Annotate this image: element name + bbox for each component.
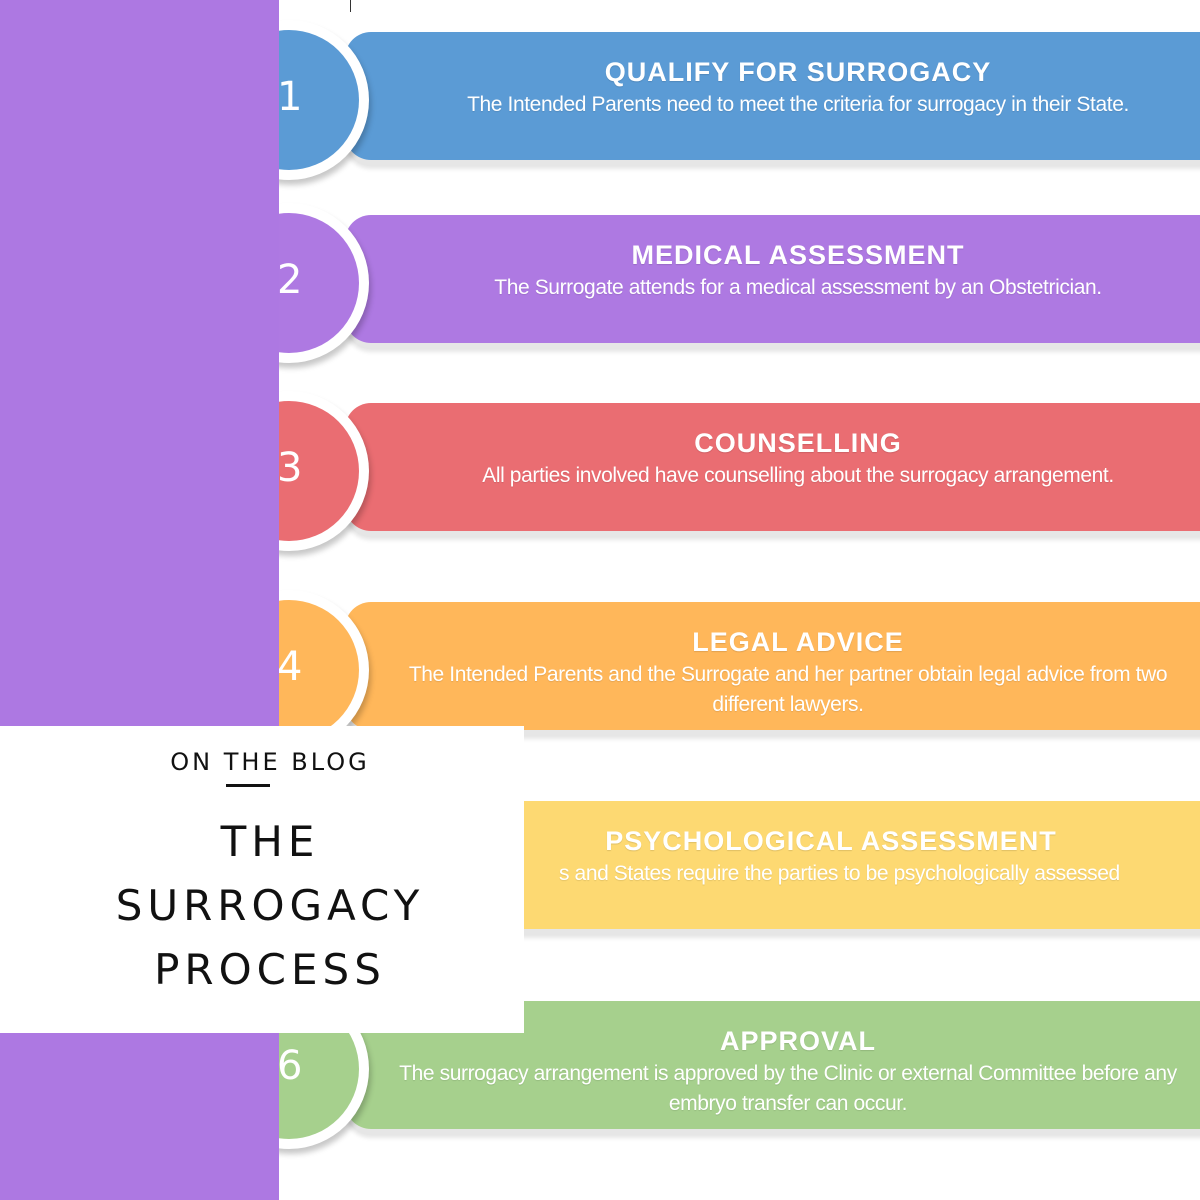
step-2: 2 MEDICAL ASSESSMENT The Surrogate atten… bbox=[279, 203, 1200, 363]
blog-post-title: THE SURROGACY PROCESS bbox=[0, 810, 540, 1002]
step-title: QUALIFY FOR SURROGACY bbox=[604, 57, 992, 87]
text-cursor-mark bbox=[350, 0, 351, 12]
blog-kicker: ON THE BLOG bbox=[170, 748, 370, 776]
blog-title-line: SURROGACY bbox=[115, 881, 425, 930]
step-description: The surrogacy arrangement is approved by… bbox=[399, 1062, 1177, 1115]
step-description: All parties involved have counselling ab… bbox=[482, 464, 1114, 487]
blog-title-line: PROCESS bbox=[154, 945, 386, 994]
step-description: s and States require the parties to be p… bbox=[559, 862, 1120, 885]
step-number: 4 bbox=[279, 644, 303, 690]
blog-title-line: THE bbox=[220, 817, 320, 866]
step-title: LEGAL ADVICE bbox=[692, 627, 904, 657]
step-3: 3 COUNSELLING All parties involved have … bbox=[279, 391, 1200, 551]
step-description: The Intended Parents need to meet the cr… bbox=[467, 93, 1129, 116]
step-title: APPROVAL bbox=[719, 1026, 876, 1056]
step-banner bbox=[345, 32, 1200, 160]
step-description: The Intended Parents and the Surrogate a… bbox=[408, 663, 1168, 716]
kicker-underline bbox=[226, 784, 270, 787]
step-number: 3 bbox=[279, 445, 303, 491]
step-number: 6 bbox=[279, 1043, 303, 1089]
step-banner bbox=[345, 403, 1200, 531]
step-4: 4 LEGAL ADVICE The Intended Parents and … bbox=[279, 590, 1200, 750]
blog-title-card bbox=[0, 726, 524, 1033]
step-title: COUNSELLING bbox=[694, 428, 902, 458]
step-number: 2 bbox=[279, 257, 303, 303]
step-1: 1 QUALIFY FOR SURROGACY The Intended Par… bbox=[279, 20, 1200, 180]
step-title: PSYCHOLOGICAL ASSESSMENT bbox=[605, 826, 1057, 856]
step-banner bbox=[345, 602, 1200, 730]
step-title: MEDICAL ASSESSMENT bbox=[631, 240, 965, 270]
step-banner bbox=[345, 215, 1200, 343]
step-description: The Surrogate attends for a medical asse… bbox=[494, 276, 1102, 299]
step-number: 1 bbox=[279, 74, 303, 120]
